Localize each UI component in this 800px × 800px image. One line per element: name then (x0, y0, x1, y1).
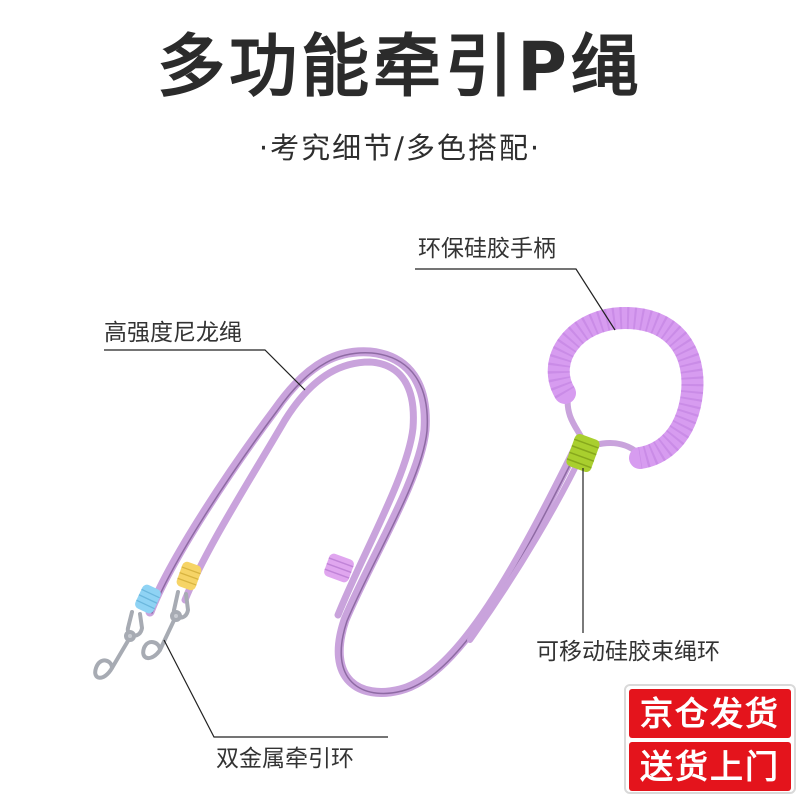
callout-lines (104, 268, 616, 738)
callout-handle-label: 环保硅胶手柄 (418, 236, 556, 262)
badge-line-2: 送货上门 (629, 742, 791, 791)
callout-ring-label: 可移动硅胶束绳环 (536, 639, 720, 665)
metal-clip-right (141, 590, 191, 660)
callout-line-rope (104, 349, 306, 391)
callout-line-handle (415, 268, 616, 331)
green-ring (566, 433, 600, 473)
badge-line-1: 京仓发货 (629, 689, 791, 738)
callout-rope-label: 高强度尼龙绳 (104, 320, 242, 346)
nylon-rope (145, 347, 586, 697)
callout-clips-label: 双金属牵引环 (216, 746, 354, 772)
yellow-ring (176, 561, 202, 591)
blue-ring (135, 584, 161, 614)
callout-line-clips (163, 639, 388, 738)
page-subtitle: ·考究细节/多色搭配· (258, 131, 542, 165)
page-title: 多功能牵引P绳 (157, 28, 643, 107)
metal-clip-left (93, 610, 145, 680)
shipping-badge: 京仓发货 送货上门 (624, 684, 796, 794)
silicone-handle (547, 306, 704, 469)
purple-ring (324, 553, 354, 583)
